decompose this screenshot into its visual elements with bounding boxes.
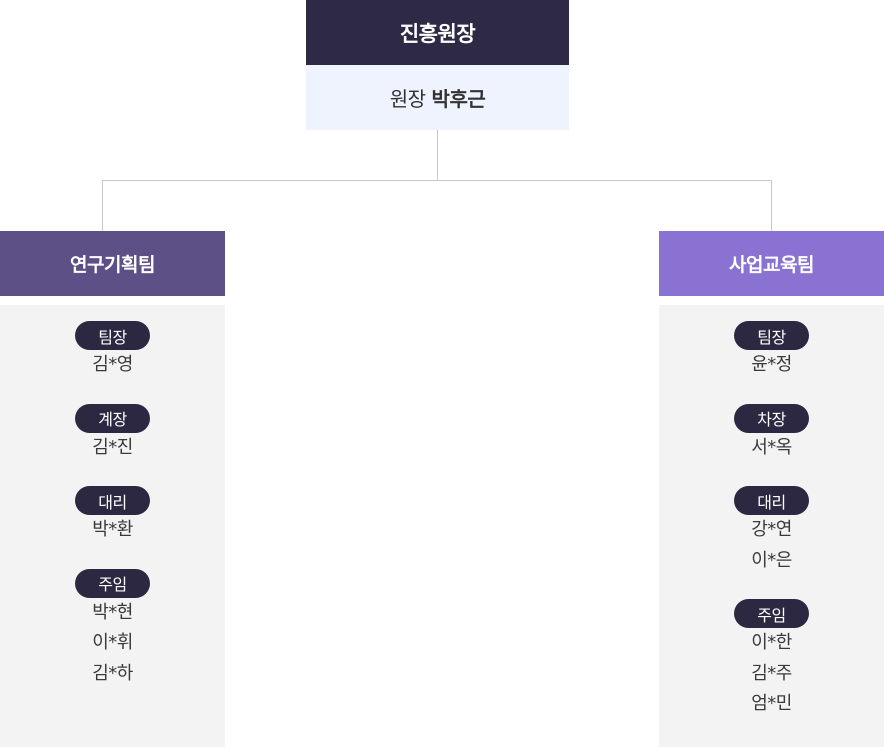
position-badge: 주임 xyxy=(75,568,150,598)
position-badge: 차장 xyxy=(734,403,809,433)
director-title-box: 진흥원장 xyxy=(306,0,569,65)
member-name: 김*하 xyxy=(92,662,133,684)
position-group: 주임 이*한 김*주 엄*민 xyxy=(659,599,884,720)
member-name: 윤*정 xyxy=(751,354,792,375)
position-group: 대리 강*연 이*은 xyxy=(659,486,884,576)
position-group: 주임 박*현 이*휘 김*하 xyxy=(0,568,225,690)
team-name: 사업교육팀 xyxy=(729,254,814,276)
team-business-education: 사업교육팀 팀장 윤*정 차장 서*옥 대리 강*연 이*은 주임 이*한 김*… xyxy=(659,231,884,747)
director-name: 박후근 xyxy=(431,87,486,111)
team-research-planning: 연구기획팀 팀장 김*영 계장 김*진 대리 박*환 주임 박*현 이*휘 김*… xyxy=(0,231,225,747)
connector-left-team xyxy=(102,180,103,231)
connector-root-down xyxy=(437,130,438,180)
member-name: 강*연 xyxy=(751,519,792,540)
member-name: 이*휘 xyxy=(92,632,133,653)
member-name: 이*은 xyxy=(751,549,792,571)
position-badge: 대리 xyxy=(75,486,150,515)
position-badge: 계장 xyxy=(75,403,150,433)
member-name: 김*진 xyxy=(92,436,133,458)
member-name: 박*현 xyxy=(92,601,133,623)
team-members-panel: 팀장 김*영 계장 김*진 대리 박*환 주임 박*현 이*휘 김*하 xyxy=(0,305,225,747)
director-role: 원장 xyxy=(389,87,426,111)
director-name-box: 원장 박후근 xyxy=(306,65,569,130)
position-badge: 주임 xyxy=(734,599,809,628)
member-name: 김*주 xyxy=(751,662,792,684)
position-group: 계장 김*진 xyxy=(0,403,225,464)
position-badge: 팀장 xyxy=(734,321,809,350)
member-name: 박*환 xyxy=(92,519,133,540)
member-name: 김*영 xyxy=(92,354,133,375)
connector-horizontal xyxy=(102,180,772,181)
member-name: 서*옥 xyxy=(751,436,792,458)
team-name: 연구기획팀 xyxy=(70,254,155,276)
director-title: 진흥원장 xyxy=(399,21,476,46)
connector-right-team xyxy=(771,180,772,231)
position-group: 대리 박*환 xyxy=(0,486,225,546)
team-header: 사업교육팀 xyxy=(659,231,884,296)
position-badge: 대리 xyxy=(734,486,809,515)
member-name: 이*한 xyxy=(751,632,792,653)
position-group: 팀장 김*영 xyxy=(0,321,225,381)
position-badge: 팀장 xyxy=(75,321,150,350)
position-group: 팀장 윤*정 xyxy=(659,321,884,381)
team-header: 연구기획팀 xyxy=(0,231,225,296)
position-group: 차장 서*옥 xyxy=(659,403,884,464)
member-name: 엄*민 xyxy=(751,693,792,714)
team-members-panel: 팀장 윤*정 차장 서*옥 대리 강*연 이*은 주임 이*한 김*주 엄*민 xyxy=(659,305,884,747)
